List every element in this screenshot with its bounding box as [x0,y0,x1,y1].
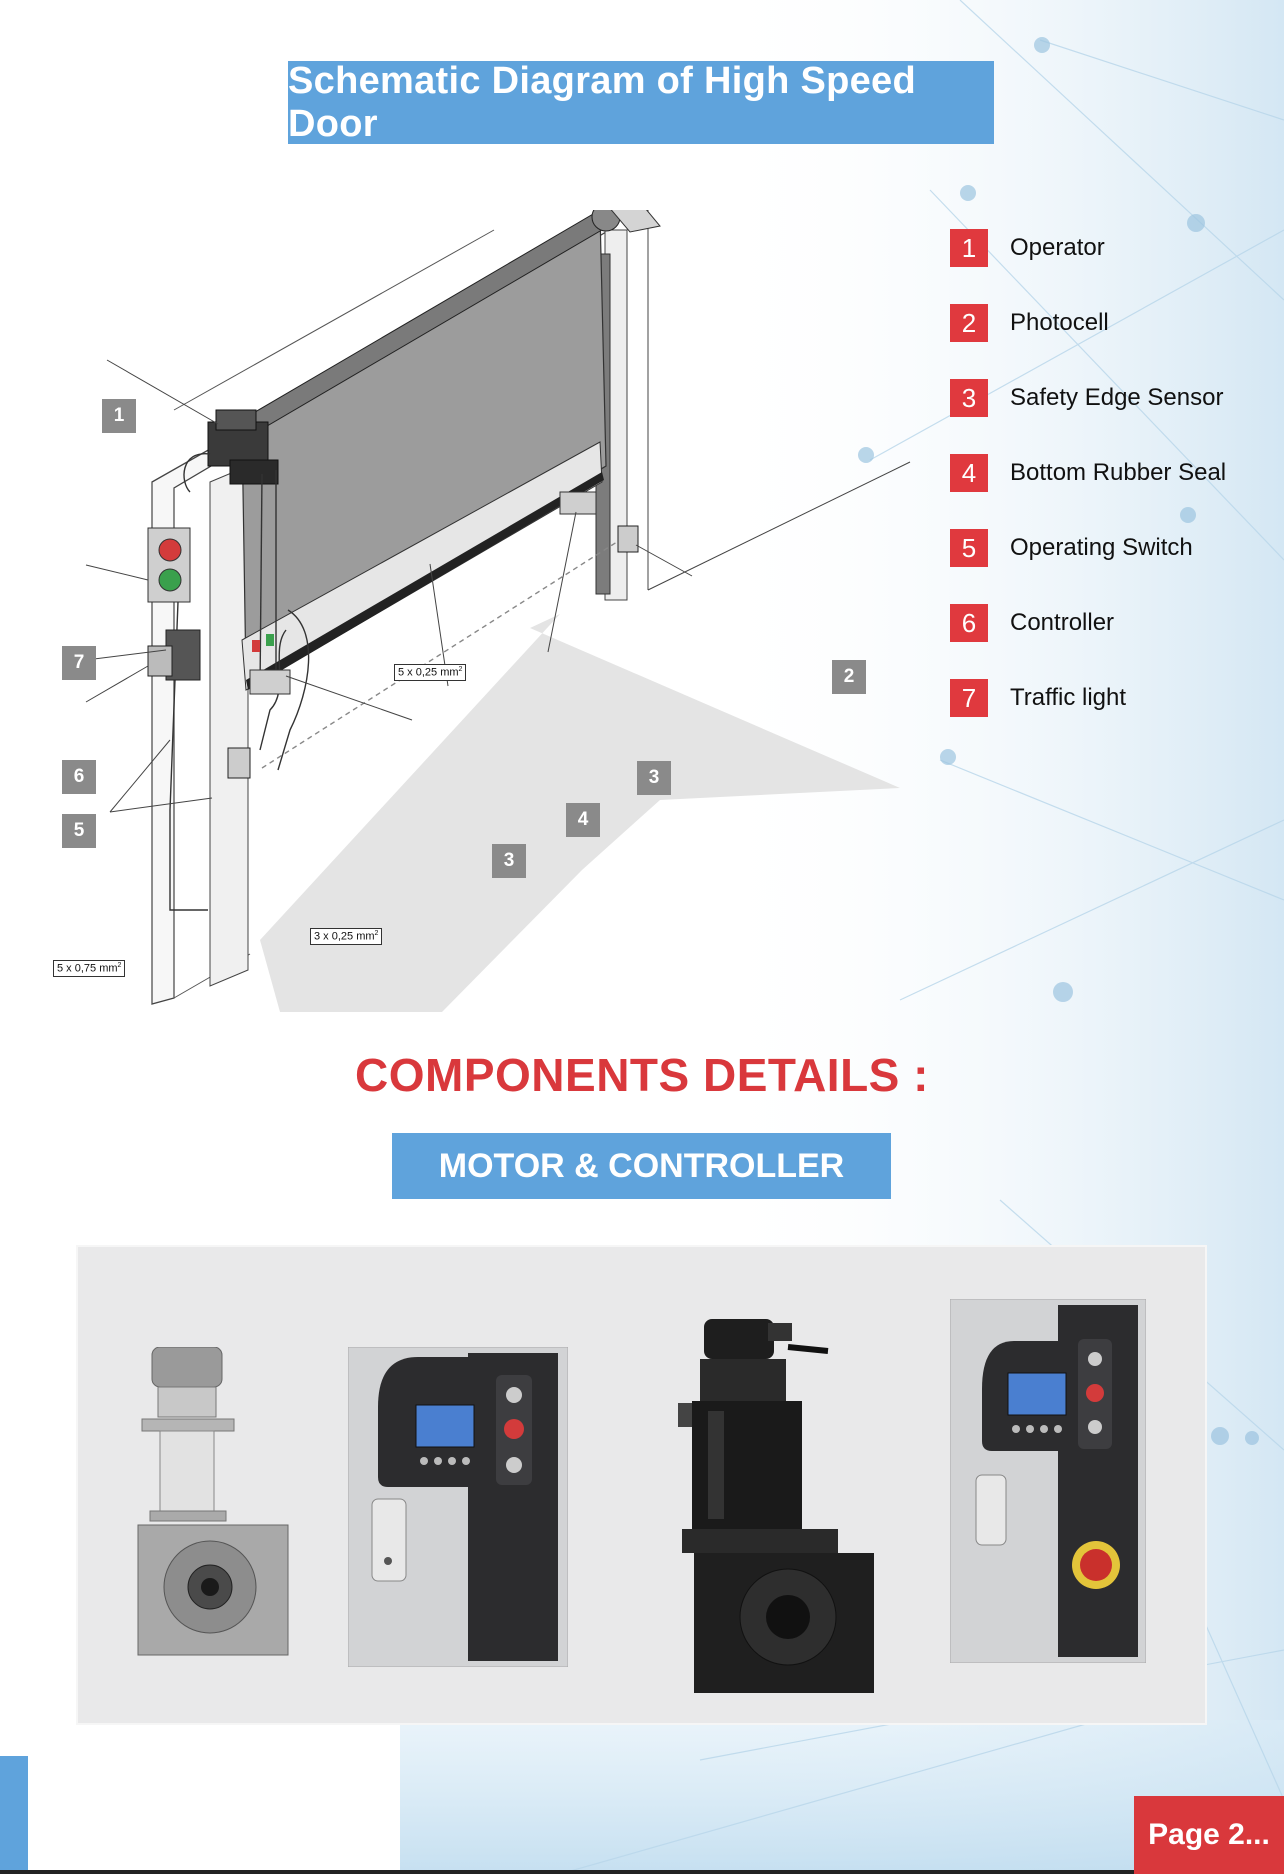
legend-label: Bottom Rubber Seal [1010,459,1227,486]
servo-motor-image [678,1319,874,1693]
legend-item: 3 Safety Edge Sensor [950,378,1223,418]
legend-item: 7 Traffic light [950,678,1126,718]
callout-1: 1 [102,399,136,433]
legend-number: 4 [950,454,988,492]
callout-5: 5 [62,814,96,848]
legend-label: Operating Switch [1010,534,1193,561]
callout-2: 2 [832,660,866,694]
page-title-banner: Schematic Diagram of High Speed Door [288,59,994,145]
gear-motor-image [137,1347,289,1656]
callout-3-lower: 3 [492,844,526,878]
legend-item: 5 Operating Switch [950,528,1193,568]
wire-label-3x025: 3 x 0,25 mm2 [310,928,383,945]
legend-item: 6 Controller [950,603,1114,643]
legend-label: Controller [1010,609,1115,636]
wire-label-5x075: 5 x 0,75 mm2 [53,960,126,977]
product-photo-panel [76,1245,1207,1725]
legend-number: 6 [950,604,988,642]
callout-7: 7 [62,646,96,680]
page-number-badge: Page 2... [1134,1796,1284,1874]
legend-label: Photocell [1010,309,1109,336]
wire-label-5x025: 5 x 0,25 mm2 [394,664,467,681]
components-details-heading: COMPONENTS DETAILS : [355,1049,929,1101]
callout-4: 4 [566,803,600,837]
high-speed-door-schematic [85,210,911,1012]
motor-controller-title: MOTOR & CONTROLLER [438,1146,845,1185]
control-box-image-2 [950,1299,1146,1663]
control-box-image-1 [348,1347,568,1667]
legend-label: Safety Edge Sensor [1010,384,1224,411]
legend-number: 3 [950,379,988,417]
bottom-rule [0,1870,1284,1874]
page-number-label: Page 2... [1148,1818,1270,1851]
legend-number: 1 [950,229,988,267]
left-accent-strip [0,1756,28,1874]
motor-controller-banner: MOTOR & CONTROLLER [392,1133,891,1199]
page-title: Schematic Diagram of High Speed Door [288,59,917,145]
legend-item: 2 Photocell [950,303,1109,343]
callout-6: 6 [62,760,96,794]
legend-number: 2 [950,304,988,342]
legend-number: 5 [950,529,988,567]
legend-item: 4 Bottom Rubber Seal [950,453,1226,493]
legend-label: Operator [1010,234,1105,261]
legend-item: 1 Operator [950,228,1105,268]
legend-label: Traffic light [1010,684,1127,711]
callout-3-upper: 3 [637,761,671,795]
legend-number: 7 [950,679,988,717]
